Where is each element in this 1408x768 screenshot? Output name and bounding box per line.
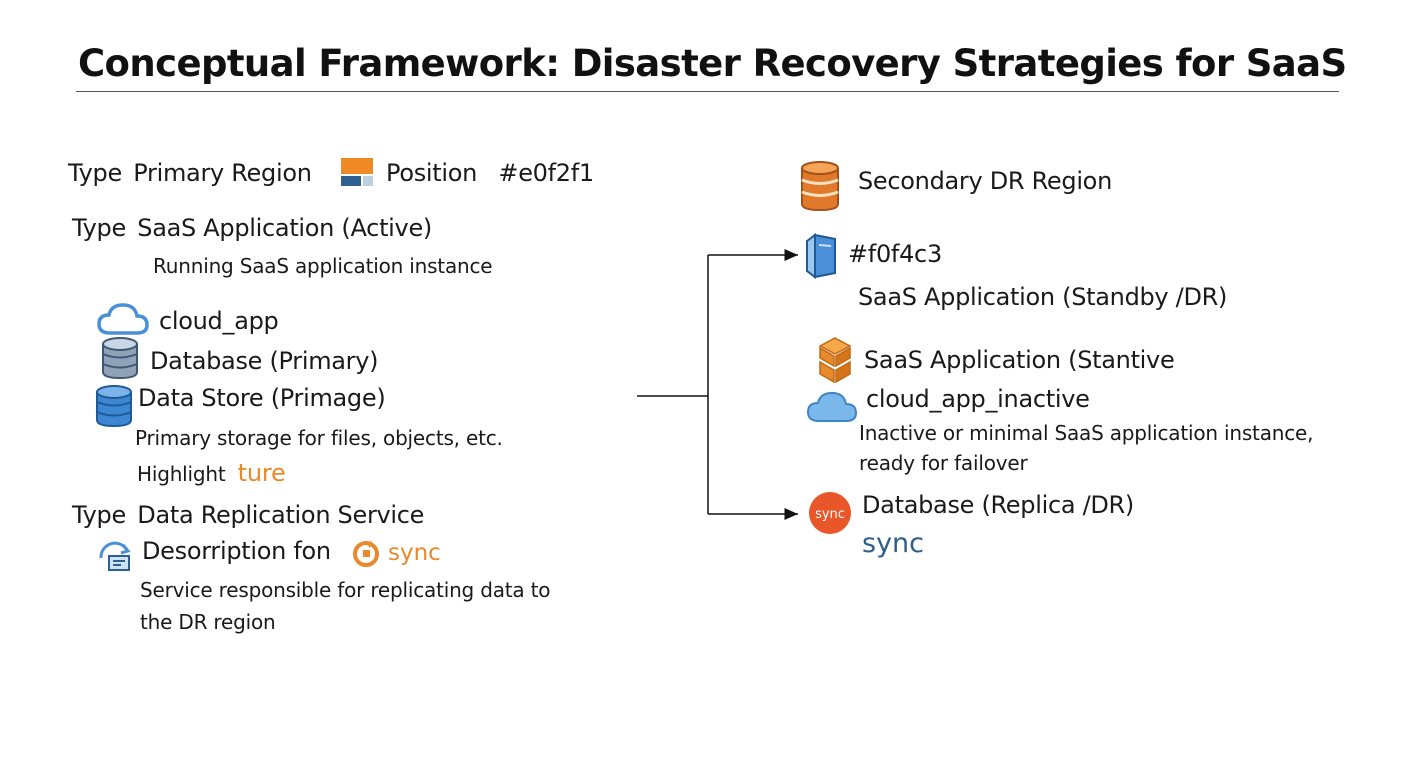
region-color-icon — [341, 158, 373, 186]
type-label: Type — [72, 214, 126, 242]
type-label: Type — [68, 159, 122, 187]
replica-sync-label: sync — [862, 528, 925, 559]
inactive-desc-line1: Inactive or minimal SaaS application ins… — [859, 421, 1314, 445]
replication-service-label: Data Replication Service — [137, 501, 425, 529]
cloud-icon — [97, 302, 149, 336]
database-primary-label: Database (Primary) — [150, 347, 379, 375]
database-replica-label: Database (Replica /DR) — [862, 491, 1134, 519]
saas-app-stantive-label: SaaS Application (Stantive — [864, 346, 1175, 374]
cloud-app-inactive-label: cloud_app_inactive — [866, 385, 1090, 413]
highlight-label: Highlight — [137, 462, 226, 486]
replica-sync-icon-text: sync — [815, 507, 845, 522]
saas-app-active-line: Type SaaS Application (Active) — [72, 214, 432, 242]
server-icon — [805, 233, 839, 279]
data-store-icon — [95, 384, 133, 428]
data-store-desc: Primary storage for files, objects, etc. — [135, 426, 503, 450]
database-icon — [101, 336, 139, 380]
saas-app-active-label: SaaS Application (Active) — [137, 214, 432, 242]
title-divider — [76, 91, 1339, 92]
replication-desc-line1: Service responsible for replicating data… — [140, 578, 551, 602]
replication-desc-line2: the DR region — [140, 610, 276, 634]
sync-icon — [352, 540, 380, 568]
secondary-database-icon — [800, 160, 840, 212]
replication-line: Type Data Replication Service — [72, 501, 424, 529]
replication-desc-label: Desorription fon — [142, 537, 331, 565]
app-cube-icon — [816, 336, 854, 384]
type-label: Type — [72, 501, 126, 529]
primary-color-value: #e0f2f1 — [498, 159, 594, 187]
saas-app-active-desc: Running SaaS application instance — [153, 254, 493, 278]
highlight-line: Highlight ture — [137, 459, 286, 487]
primary-region-line: Type Primary Region — [68, 159, 312, 187]
saas-app-standby-label: SaaS Application (Standby /DR) — [858, 283, 1228, 311]
secondary-region-label: Secondary DR Region — [858, 167, 1112, 195]
position-line: Position #e0f2f1 — [386, 159, 594, 187]
highlight-value: ture — [237, 459, 286, 487]
page-title: Conceptual Framework: Disaster Recovery … — [78, 42, 1347, 85]
replication-service-icon — [97, 540, 135, 574]
cloud-inactive-icon — [806, 390, 858, 424]
cloud-app-label: cloud_app — [159, 307, 279, 335]
secondary-color-value: #f0f4c3 — [848, 240, 942, 268]
replication-sync-label: sync — [388, 540, 441, 566]
position-label: Position — [386, 159, 478, 187]
inactive-desc-line2: ready for failover — [859, 451, 1028, 475]
data-store-label: Data Store (Primage) — [138, 384, 386, 412]
replica-sync-icon: sync — [808, 491, 852, 535]
primary-region-label: Primary Region — [133, 159, 312, 187]
